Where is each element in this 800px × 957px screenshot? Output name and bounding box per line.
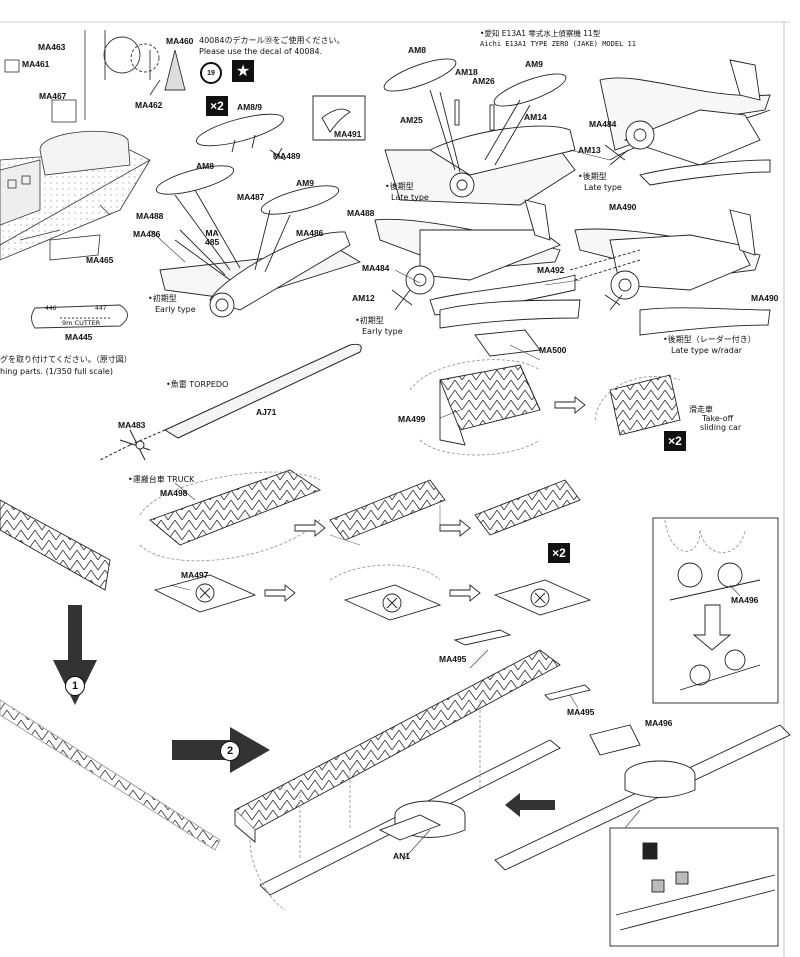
detail-inset <box>609 809 779 947</box>
ma496-inset <box>652 517 779 704</box>
variant-late-en: Late type <box>391 193 429 202</box>
hull-section-drawing <box>0 30 151 261</box>
part-label: MA465 <box>86 255 114 265</box>
part-label: MA462 <box>135 100 163 110</box>
part-label: MA488 <box>136 211 164 221</box>
truck-caption: •運搬台車 TRUCK <box>128 475 195 484</box>
left-truss-beam <box>0 499 221 851</box>
sliding-car-en: Take-off <box>702 414 734 423</box>
etching-note-en: hing parts. (1/350 full scale) <box>0 367 113 376</box>
early-type-planes <box>155 113 362 318</box>
part-label: MA487 <box>237 192 265 202</box>
variant-early-jp: •初期型 <box>148 294 177 303</box>
cutter-part-number: 446 <box>45 305 57 312</box>
variant-radar-en: Late type w/radar <box>671 346 743 355</box>
part-label: MA461 <box>22 59 50 69</box>
part-label: MA488 <box>347 208 375 218</box>
part-label: AM25 <box>400 115 423 125</box>
part-label: AJ71 <box>256 407 277 417</box>
decal-note-jp: 40084のデカール⑲をご使用ください。 <box>199 36 345 45</box>
truck-sequence <box>139 469 592 621</box>
decal-note-en: Please use the decal of 40084. <box>199 47 323 56</box>
part-label: MA483 <box>118 420 146 430</box>
cutter-boat <box>31 304 128 329</box>
multiplier-badge: ×2 <box>206 96 228 116</box>
etching-note-jp: グを取り付けてください。（原寸図） <box>0 355 132 364</box>
catapult-beam <box>234 629 791 911</box>
leader-lines <box>149 149 741 861</box>
torpedo-caption: •魚雷 TORPEDO <box>166 380 229 389</box>
variant-early-en-2: Early type <box>362 327 403 336</box>
decal-ring-icon: 19 <box>200 62 222 84</box>
part-label: AM9 <box>296 178 314 188</box>
variant-late-en-2: Late type <box>584 183 622 192</box>
variant-late-jp: •後期型 <box>385 182 414 191</box>
ma460-parts <box>103 30 186 96</box>
part-label: AM13 <box>578 145 601 155</box>
part-label: MA492 <box>537 265 565 275</box>
part-label: MA486 <box>296 228 324 238</box>
variant-late-jp-2: •後期型 <box>578 172 607 181</box>
variant-radar-jp: •後期型（レーダー付き） <box>663 335 756 344</box>
cutter-caption: 9m CUTTER <box>62 319 101 327</box>
title-jp: •愛知 E13A1 零式水上偵察機 11型 <box>480 29 601 38</box>
sliding-car-group <box>409 329 681 456</box>
decal-number: 19 <box>207 69 215 77</box>
late-type-plane <box>383 58 576 206</box>
part-label: AM14 <box>524 112 547 122</box>
part-label: MA497 <box>181 570 209 580</box>
part-label: MA495 <box>567 707 595 717</box>
part-label: AM26 <box>472 76 495 86</box>
part-label: MA489 <box>273 151 301 161</box>
part-label: AM8 <box>408 45 426 55</box>
title-en: Aichi E13A1 TYPE ZERO (JAKE) MODEL 11 <box>480 40 636 48</box>
part-label: MA445 <box>65 332 93 342</box>
sliding-car-en: sliding car <box>700 423 742 432</box>
multiplier-badge: ×2 <box>548 543 570 563</box>
part-label: MA484 <box>589 119 617 129</box>
variant-early-en: Early type <box>155 305 196 314</box>
part-label: MA496 <box>645 718 673 728</box>
part-label: MA495 <box>439 654 467 664</box>
part-label: MA500 <box>539 345 567 355</box>
part-label: MA491 <box>334 129 362 139</box>
part-label: MA467 <box>39 91 67 101</box>
part-label: MA496 <box>731 595 759 605</box>
ma491-part <box>269 95 366 161</box>
part-label: AM18 <box>455 67 478 77</box>
part-label: AM9 <box>525 59 543 69</box>
star-decal-icon: ★ <box>232 60 254 82</box>
part-label: MA490 <box>751 293 779 303</box>
part-label: MA490 <box>609 202 637 212</box>
step-number-1: 1 <box>65 676 85 696</box>
part-label: AM8 <box>196 161 214 171</box>
step-number-2: 2 <box>220 741 240 761</box>
part-label: MA 485 <box>205 228 220 247</box>
late-type-radar-plane <box>569 209 771 336</box>
late-type-plane-right <box>599 59 771 186</box>
early-type-plane-center <box>374 199 581 329</box>
part-label: MA463 <box>38 42 66 52</box>
part-label: AM8/9 <box>237 102 263 112</box>
part-label: MA484 <box>362 263 390 273</box>
part-label: MA498 <box>160 488 188 498</box>
torpedo <box>99 343 362 461</box>
variant-early-jp-2: •初期型 <box>355 316 384 325</box>
part-label: MA499 <box>398 414 426 424</box>
cutter-part-number: 447 <box>95 305 107 312</box>
part-label: MA486 <box>133 229 161 239</box>
part-label: AM12 <box>352 293 375 303</box>
part-label: AN1 <box>393 851 411 861</box>
multiplier-badge: ×2 <box>664 431 686 451</box>
part-label: MA460 <box>166 36 194 46</box>
sliding-car-jp: 滑走車 <box>689 405 713 414</box>
